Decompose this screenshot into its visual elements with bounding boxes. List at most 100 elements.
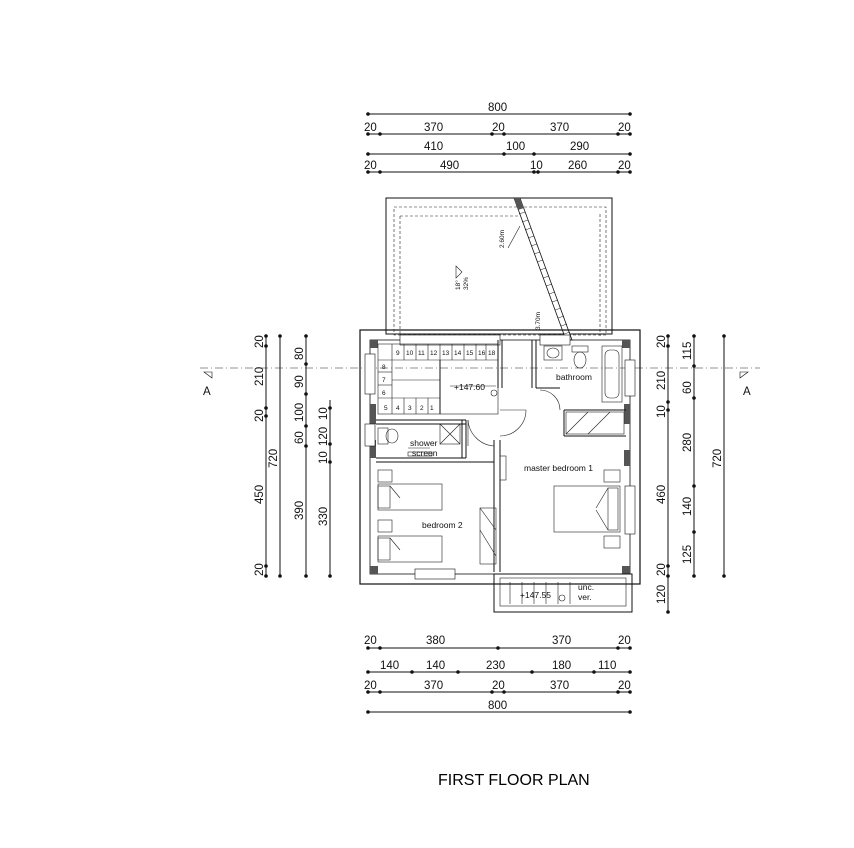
left-dimension-chains: 20 210 20 450 20 720 80 90 100 60 390 10… [254, 334, 332, 578]
stair-8: 8 [382, 364, 386, 371]
section-marker-left: A [203, 386, 211, 398]
stair-10: 10 [406, 350, 414, 357]
dim-bottom-800: 800 [488, 700, 507, 712]
room-shower-line2: screen [412, 448, 438, 458]
stair-11: 11 [418, 350, 425, 357]
roof-slope-deg: 18° [454, 280, 462, 290]
dim-bottom-140a: 140 [380, 660, 399, 672]
dim-bottom-370a: 370 [552, 635, 571, 647]
stair-4: 4 [396, 405, 400, 412]
bottom-dimension-chains: 20 380 370 20 140 140 230 180 110 20 370… [364, 635, 632, 714]
dim-top-100: 100 [506, 141, 525, 153]
dim-bottom-140b: 140 [426, 660, 445, 672]
shower-room: shower screen [377, 423, 461, 458]
stair-7: 7 [382, 377, 386, 384]
stair-6: 6 [382, 390, 386, 397]
roof-height-high: 2.60m [499, 230, 506, 248]
dim-left-20b: 20 [254, 409, 266, 422]
dim-left-210: 210 [254, 367, 266, 386]
stair-9: 9 [396, 350, 400, 357]
dim-right-60: 60 [682, 381, 694, 394]
dim-right-10: 10 [656, 405, 668, 418]
veranda-level: +147.55 [520, 590, 551, 600]
dim-bottom-230: 230 [486, 660, 505, 672]
landing-level: +147.60 [454, 382, 485, 392]
dim-right-460: 460 [656, 485, 668, 504]
dim-right-140: 140 [682, 497, 694, 516]
dim-left-10b: 10 [318, 451, 330, 464]
dim-top-20c: 20 [618, 122, 631, 134]
dim-top-20b: 20 [492, 122, 505, 134]
dim-top-20e: 20 [618, 160, 631, 172]
section-line-a: A A [200, 367, 760, 398]
stair-1: 1 [430, 405, 434, 412]
dim-top-800: 800 [488, 102, 507, 114]
dim-right-20b: 20 [656, 563, 668, 576]
dim-left-450: 450 [254, 485, 266, 504]
dim-bottom-370c: 370 [550, 680, 569, 692]
drawing-title: FIRST FLOOR PLAN [438, 772, 590, 789]
dim-bottom-20d: 20 [492, 680, 505, 692]
dim-right-115: 115 [682, 342, 694, 360]
dim-left-100: 100 [294, 403, 306, 422]
dim-left-720: 720 [268, 449, 280, 468]
dim-bottom-370b: 370 [424, 680, 443, 692]
dim-left-10a: 10 [318, 407, 330, 420]
dim-top-10: 10 [530, 160, 543, 172]
dim-left-90: 90 [294, 375, 306, 388]
stair-13: 13 [442, 350, 450, 357]
veranda: +147.55 unc. ver. [493, 573, 633, 613]
interior-walls [376, 340, 626, 572]
dim-bottom-20c: 20 [364, 680, 377, 692]
dim-left-330: 330 [318, 507, 330, 526]
room-master-bedroom: master bedroom 1 [524, 463, 593, 473]
right-dimension-chains: 20 210 10 460 20 120 115 60 280 140 125 … [656, 334, 726, 614]
dim-top-410: 410 [424, 141, 443, 153]
dim-top-370a: 370 [424, 122, 443, 134]
dim-top-20a: 20 [364, 122, 377, 134]
roof-height-low: 3.70m [535, 312, 542, 330]
dim-bottom-180: 180 [552, 660, 571, 672]
stair-12: 12 [430, 350, 438, 357]
dim-top-490: 490 [440, 160, 459, 172]
dim-right-120: 120 [656, 585, 668, 604]
dim-left-390: 390 [294, 501, 306, 520]
dim-right-720: 720 [712, 449, 724, 468]
dim-left-20a: 20 [254, 335, 266, 348]
dim-bottom-20a: 20 [364, 635, 377, 647]
dim-left-20c: 20 [254, 563, 266, 576]
dim-left-80: 80 [294, 347, 306, 360]
stair-14: 14 [454, 350, 462, 357]
dim-top-370b: 370 [550, 122, 569, 134]
top-dimension-chains: 800 20 370 20 370 20 410 100 290 20 490 … [364, 102, 632, 174]
dim-left-120: 120 [318, 427, 330, 446]
dim-right-280: 280 [682, 433, 694, 452]
bedroom-2: bedroom 2 [377, 469, 463, 563]
dim-bottom-110: 110 [598, 660, 616, 672]
section-marker-right: A [743, 386, 751, 398]
dim-bottom-20e: 20 [618, 680, 631, 692]
dim-right-210: 210 [656, 371, 668, 390]
roof-slope-pct: 32% [463, 277, 470, 290]
dim-right-20a: 20 [656, 335, 668, 348]
dim-bottom-20b: 20 [618, 635, 631, 647]
dim-left-60: 60 [294, 431, 306, 444]
veranda-ver: ver. [578, 592, 592, 602]
staircase: 5 4 3 2 1 6 7 8 9 10 11 12 13 14 15 16 1… [377, 343, 499, 415]
master-bedroom: master bedroom 1 [524, 463, 621, 549]
dim-top-20d: 20 [364, 160, 377, 172]
stair-3: 3 [408, 405, 412, 412]
room-bedroom-2: bedroom 2 [422, 520, 463, 530]
room-bathroom: bathroom [556, 372, 592, 382]
dim-top-260: 260 [568, 160, 587, 172]
stair-15: 15 [466, 350, 474, 357]
roof-balcony: 2.60m 3.70m 18° 32% [385, 197, 613, 341]
veranda-unc: unc. [578, 582, 594, 592]
stair-5: 5 [384, 405, 388, 412]
stair-18: 18 [488, 350, 496, 357]
dim-top-290: 290 [570, 141, 589, 153]
dim-bottom-380: 380 [426, 635, 445, 647]
room-shower-line1: shower [410, 438, 438, 448]
